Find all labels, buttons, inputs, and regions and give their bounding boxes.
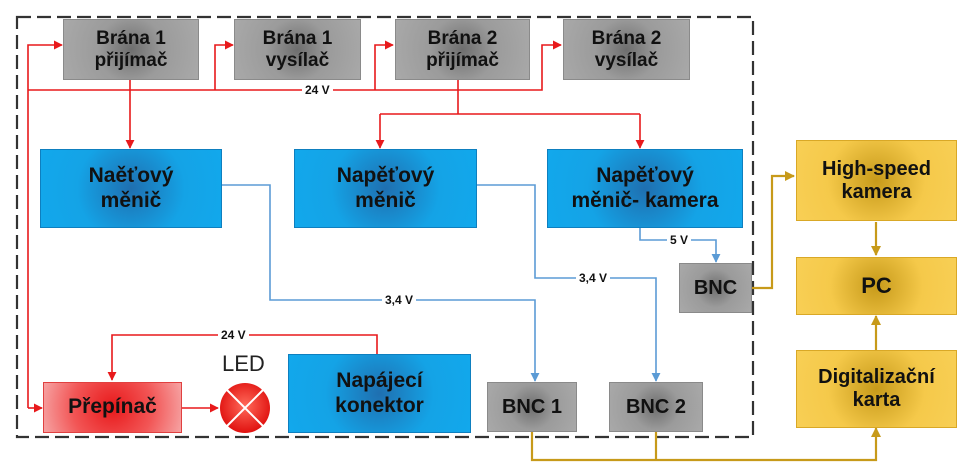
high-speed-camera-line-1: High-speed <box>822 157 931 180</box>
pc-label: PC <box>861 273 892 299</box>
bnc-2-label: BNC 2 <box>625 395 686 418</box>
gate-1-transmitter-line-2: vysílač <box>265 49 330 71</box>
high-speed-camera-line-2: kamera <box>841 180 912 203</box>
gate-1-receiver-line-1: Brána 1 <box>96 27 166 49</box>
gate-2-transmitter: Brána 2 vysílač <box>563 19 690 80</box>
gate-2-transmitter-line-1: Brána 2 <box>591 27 662 49</box>
voltage-converter-2: Napěťový měnič <box>294 149 477 228</box>
voltage-converter-2-line-2: měnič <box>355 188 416 212</box>
gate-1-transmitter: Brána 1 vysílač <box>234 19 361 80</box>
gate-1-receiver-line-2: přijímač <box>94 49 168 71</box>
voltage-converter-1-line-2: měnič <box>100 188 162 212</box>
switch: Přepínač <box>43 382 182 433</box>
power-connector-line-1: Napájecí <box>336 369 423 393</box>
digitizer-card-line-1: Digitalizační <box>818 366 935 388</box>
voltage-label-5v: 5 V <box>667 233 692 247</box>
gate-2-receiver: Brána 2 přijímač <box>395 19 530 80</box>
voltage-converter-camera: Napěťový měnič- kamera <box>547 149 743 228</box>
digitizer-card: Digitalizační karta <box>796 350 957 428</box>
bnc-camera: BNC <box>679 263 752 313</box>
bnc-camera-label: BNC <box>693 276 738 299</box>
gate-1-transmitter-line-1: Brána 1 <box>262 27 333 49</box>
gate-2-receiver-line-1: Brána 2 <box>427 27 498 49</box>
gate-2-transmitter-line-2: vysílač <box>594 49 659 71</box>
bnc-2: BNC 2 <box>609 382 703 432</box>
voltage-label-24v-bottom: 24 V <box>218 328 249 342</box>
data-lines <box>530 171 881 462</box>
voltage-converter-camera-line-2: měnič- kamera <box>571 188 719 212</box>
bnc-1: BNC 1 <box>487 382 577 432</box>
switch-label: Přepínač <box>68 395 157 419</box>
voltage-converter-1-line-1: Naěťový <box>88 164 174 188</box>
gate-2-receiver-line-2: přijímač <box>426 49 499 71</box>
led-indicator <box>220 383 270 433</box>
voltage-label-24v-top: 24 V <box>302 83 333 97</box>
voltage-converter-1: Naěťový měnič <box>40 149 222 228</box>
enclosure-boundary <box>15 15 755 439</box>
power-connector-line-2: konektor <box>335 393 424 417</box>
power-connector: Napájecí konektor <box>288 354 471 433</box>
pc: PC <box>796 257 957 315</box>
high-speed-camera: High-speed kamera <box>796 140 957 221</box>
bnc-1-label: BNC 1 <box>501 395 562 418</box>
digitizer-card-line-2: karta <box>852 389 901 411</box>
led-label: LED <box>222 351 265 376</box>
voltage-label-3-4v-b: 3,4 V <box>576 271 611 285</box>
gate-1-receiver: Brána 1 přijímač <box>63 19 199 80</box>
voltage-converter-2-line-1: Napěťový <box>336 164 435 188</box>
voltage-converter-camera-line-1: Napěťový <box>596 164 694 188</box>
voltage-label-3-4v-a: 3,4 V <box>382 293 417 307</box>
